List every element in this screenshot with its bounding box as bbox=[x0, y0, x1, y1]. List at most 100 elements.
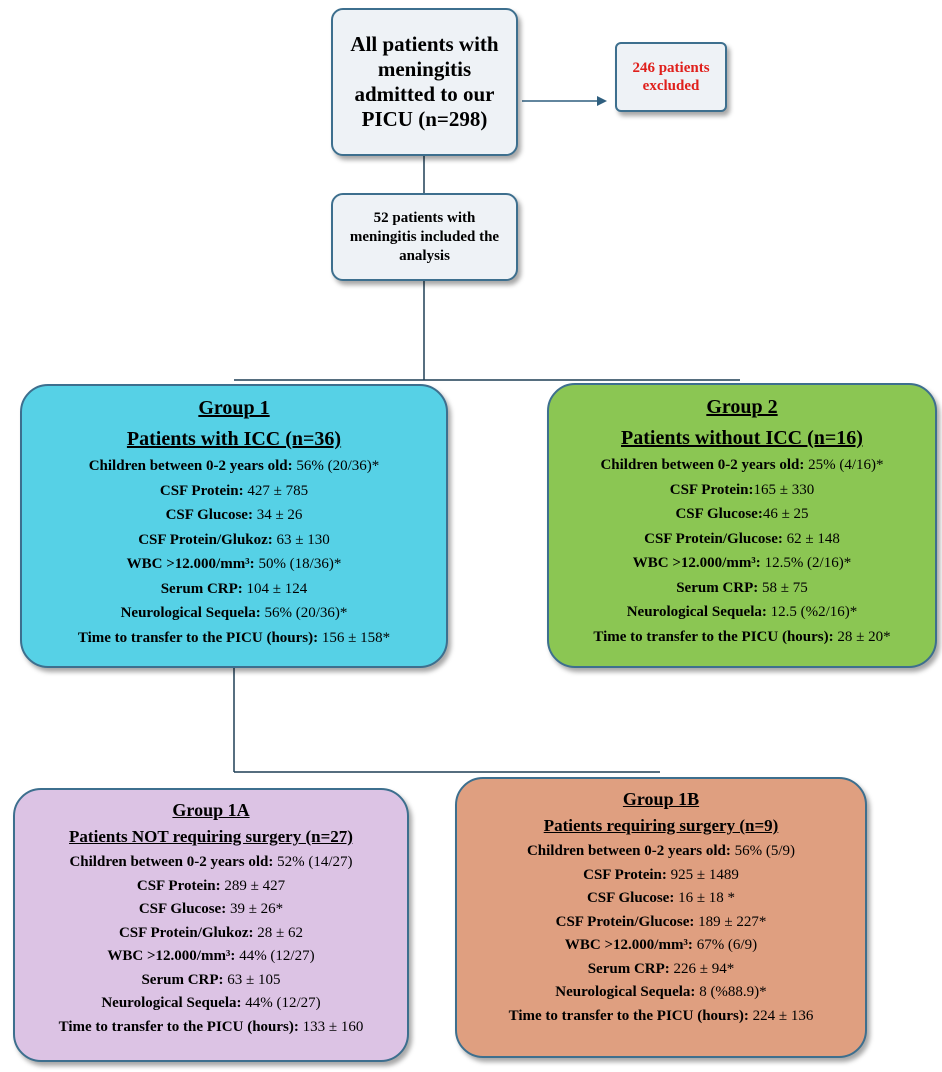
group1b-title: Group 1B bbox=[622, 789, 700, 809]
all-patients-box: All patients with meningitis admitted to… bbox=[331, 8, 518, 156]
stat-label: CSF Protein: bbox=[669, 481, 754, 498]
stat-value: 427 ± 785 bbox=[243, 482, 309, 499]
stat-row: CSF Glucose: 39 ± 26* bbox=[15, 898, 407, 922]
group2-box: Group 2 Patients without ICC (n=16) Chil… bbox=[547, 383, 937, 668]
stat-row: CSF Protein/Glucose: 189 ± 227* bbox=[457, 911, 865, 935]
stat-label: Serum CRP: bbox=[587, 960, 670, 977]
stat-value: 39 ± 26* bbox=[226, 901, 284, 917]
stat-row: WBC >12.000/mm³: 12.5% (2/16)* bbox=[549, 551, 935, 576]
stat-row: Neurological Sequela: 56% (20/36)* bbox=[22, 601, 446, 626]
stat-value: 46 ± 25 bbox=[762, 506, 809, 522]
stat-value: 16 ± 18 * bbox=[674, 890, 736, 906]
stat-row: CSF Protein/Glukoz: 28 ± 62 bbox=[15, 922, 407, 946]
included-text: 52 patients with meningitis included the… bbox=[349, 209, 500, 264]
stat-row: CSF Protein/Glukoz: 63 ± 130 bbox=[22, 528, 446, 553]
stat-label: WBC >12.000/mm³: bbox=[126, 556, 255, 572]
stat-row: Serum CRP: 58 ± 75 bbox=[549, 576, 935, 601]
stat-value: 133 ± 160 bbox=[298, 1018, 364, 1035]
stat-value: 63 ± 105 bbox=[223, 971, 281, 988]
stat-label: Time to transfer to the PICU (hours): bbox=[593, 628, 834, 645]
stat-label: CSF Glucose: bbox=[675, 506, 763, 522]
stat-label: CSF Glucose: bbox=[138, 901, 227, 917]
group2-subtitle: Patients without ICC (n=16) bbox=[621, 427, 863, 449]
stat-label: Serum CRP: bbox=[676, 579, 759, 596]
stat-value: 12.5 (%2/16)* bbox=[766, 604, 858, 620]
stat-value: 156 ± 158* bbox=[318, 629, 391, 646]
stat-label: CSF Protein/Glukoz: bbox=[118, 924, 254, 941]
stat-label: CSF Protein/Glucose: bbox=[644, 530, 783, 547]
stat-row: Time to transfer to the PICU (hours): 28… bbox=[549, 625, 935, 650]
stat-value: 224 ± 136 bbox=[748, 1007, 814, 1024]
stat-row: Neurological Sequela: 8 (%88.9)* bbox=[457, 981, 865, 1005]
stat-row: CSF Protein: 925 ± 1489 bbox=[457, 864, 865, 888]
stat-value: 62 ± 148 bbox=[782, 530, 840, 547]
stat-label: Time to transfer to the PICU (hours): bbox=[508, 1007, 749, 1024]
stat-value: 28 ± 20* bbox=[833, 628, 891, 645]
stat-label: WBC >12.000/mm³: bbox=[564, 937, 693, 953]
stat-label: CSF Protein/Glucose: bbox=[555, 913, 695, 930]
stat-value: 925 ± 1489 bbox=[666, 866, 739, 883]
stat-label: Children between 0-2 years old: bbox=[600, 457, 805, 473]
stat-value: 67% (6/9) bbox=[692, 937, 758, 953]
stat-row: Children between 0-2 years old: 56% (5/9… bbox=[457, 840, 865, 864]
stat-row: Serum CRP: 63 ± 105 bbox=[15, 969, 407, 993]
stat-row: Serum CRP: 104 ± 124 bbox=[22, 577, 446, 602]
stat-value: 52% (14/27) bbox=[273, 854, 353, 870]
stat-value: 165 ± 330 bbox=[753, 481, 815, 498]
stat-value: 8 (%88.9)* bbox=[695, 984, 767, 1000]
stat-value: 12.5% (2/16)* bbox=[760, 555, 852, 571]
stat-label: Time to transfer to the PICU (hours): bbox=[58, 1018, 299, 1035]
group1a-subtitle: Patients NOT requiring surgery (n=27) bbox=[69, 827, 353, 846]
group1b-box: Group 1B Patients requiring surgery (n=9… bbox=[455, 777, 867, 1058]
stat-label: Neurological Sequela: bbox=[120, 605, 261, 621]
group1b-subtitle: Patients requiring surgery (n=9) bbox=[543, 816, 779, 835]
stat-row: Children between 0-2 years old: 52% (14/… bbox=[15, 851, 407, 875]
stat-value: 289 ± 427 bbox=[220, 877, 286, 894]
stat-value: 50% (18/36)* bbox=[254, 556, 342, 572]
included-box: 52 patients with meningitis included the… bbox=[331, 193, 518, 281]
stat-value: 189 ± 227* bbox=[694, 913, 767, 930]
stat-value: 104 ± 124 bbox=[242, 580, 308, 597]
stat-label: Neurological Sequela: bbox=[101, 995, 242, 1011]
group1-title: Group 1 bbox=[198, 397, 270, 419]
stat-row: Time to transfer to the PICU (hours): 15… bbox=[22, 626, 446, 651]
stat-value: 56% (20/36)* bbox=[260, 605, 348, 621]
excluded-text: 246 patients excluded bbox=[632, 60, 710, 94]
stat-row: CSF Glucose: 16 ± 18 * bbox=[457, 887, 865, 911]
stat-label: Time to transfer to the PICU (hours): bbox=[77, 629, 319, 646]
excluded-box: 246 patients excluded bbox=[615, 42, 727, 112]
stat-row: Time to transfer to the PICU (hours): 13… bbox=[15, 1016, 407, 1040]
stat-value: 58 ± 75 bbox=[758, 579, 808, 596]
stat-label: CSF Glucose: bbox=[586, 890, 675, 906]
group1a-box: Group 1A Patients NOT requiring surgery … bbox=[13, 788, 409, 1062]
stat-value: 44% (12/27) bbox=[235, 948, 315, 964]
group1-box: Group 1 Patients with ICC (n=36) Childre… bbox=[20, 384, 448, 668]
group1a-rows: Children between 0-2 years old: 52% (14/… bbox=[15, 851, 407, 1039]
stat-value: 56% (20/36)* bbox=[292, 458, 380, 474]
stat-value: 226 ± 94* bbox=[669, 960, 735, 977]
group2-title: Group 2 bbox=[706, 396, 778, 418]
stat-row: CSF Glucose: 34 ± 26 bbox=[22, 503, 446, 528]
stat-label: WBC >12.000/mm³: bbox=[107, 948, 236, 964]
stat-label: Children between 0-2 years old: bbox=[526, 843, 731, 859]
stat-label: Children between 0-2 years old: bbox=[88, 458, 293, 474]
stat-label: CSF Protein: bbox=[583, 866, 667, 883]
stat-row: CSF Protein/Glucose: 62 ± 148 bbox=[549, 527, 935, 552]
stat-label: CSF Protein: bbox=[136, 877, 221, 894]
stat-row: WBC >12.000/mm³: 50% (18/36)* bbox=[22, 552, 446, 577]
stat-value: 34 ± 26 bbox=[252, 507, 303, 523]
stat-label: Neurological Sequela: bbox=[626, 604, 767, 620]
stat-row: CSF Glucose:46 ± 25 bbox=[549, 502, 935, 527]
stat-value: 63 ± 130 bbox=[272, 531, 330, 548]
group1-rows: Children between 0-2 years old: 56% (20/… bbox=[22, 454, 446, 650]
stat-label: CSF Protein/Glukoz: bbox=[138, 531, 273, 548]
stat-row: Time to transfer to the PICU (hours): 22… bbox=[457, 1005, 865, 1029]
group1b-rows: Children between 0-2 years old: 56% (5/9… bbox=[457, 840, 865, 1028]
stat-label: Children between 0-2 years old: bbox=[69, 854, 274, 870]
stat-row: Children between 0-2 years old: 25% (4/1… bbox=[549, 453, 935, 478]
stat-row: Children between 0-2 years old: 56% (20/… bbox=[22, 454, 446, 479]
stat-row: CSF Protein: 427 ± 785 bbox=[22, 479, 446, 504]
stat-label: Serum CRP: bbox=[141, 971, 224, 988]
stat-row: Serum CRP: 226 ± 94* bbox=[457, 958, 865, 982]
stat-value: 28 ± 62 bbox=[253, 924, 304, 941]
